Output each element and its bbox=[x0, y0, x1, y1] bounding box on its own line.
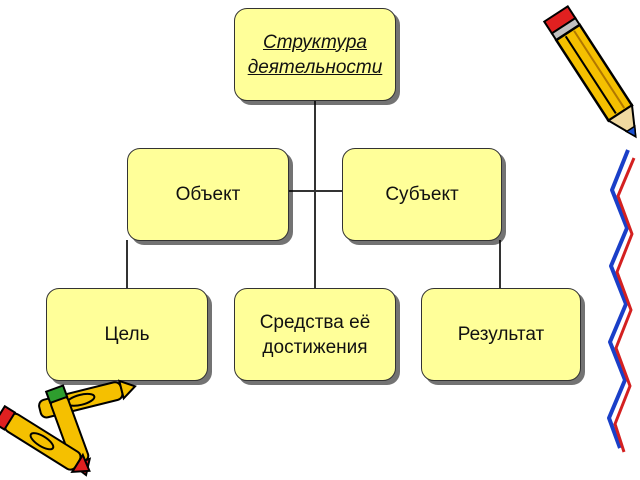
node-object-label: Объект bbox=[175, 184, 241, 205]
node-subject[interactable]: Субъект bbox=[342, 148, 502, 241]
node-means-line2: достижения bbox=[262, 336, 368, 358]
node-result-label: Результат bbox=[457, 324, 545, 345]
node-means-line1: Средства её bbox=[259, 311, 371, 333]
node-activity-structure[interactable]: Структура деятельности bbox=[234, 8, 396, 101]
node-subject-label: Субъект bbox=[385, 184, 459, 205]
node-goal[interactable]: Цель bbox=[46, 288, 208, 381]
node-activity-structure-line1: Структура bbox=[262, 31, 367, 53]
node-object[interactable]: Объект bbox=[127, 148, 289, 241]
node-means-of-achievement[interactable]: Средства её достижения bbox=[234, 288, 396, 381]
node-result[interactable]: Результат bbox=[421, 288, 581, 381]
node-activity-structure-line2: деятельности bbox=[247, 56, 383, 78]
node-goal-label: Цель bbox=[104, 324, 150, 345]
